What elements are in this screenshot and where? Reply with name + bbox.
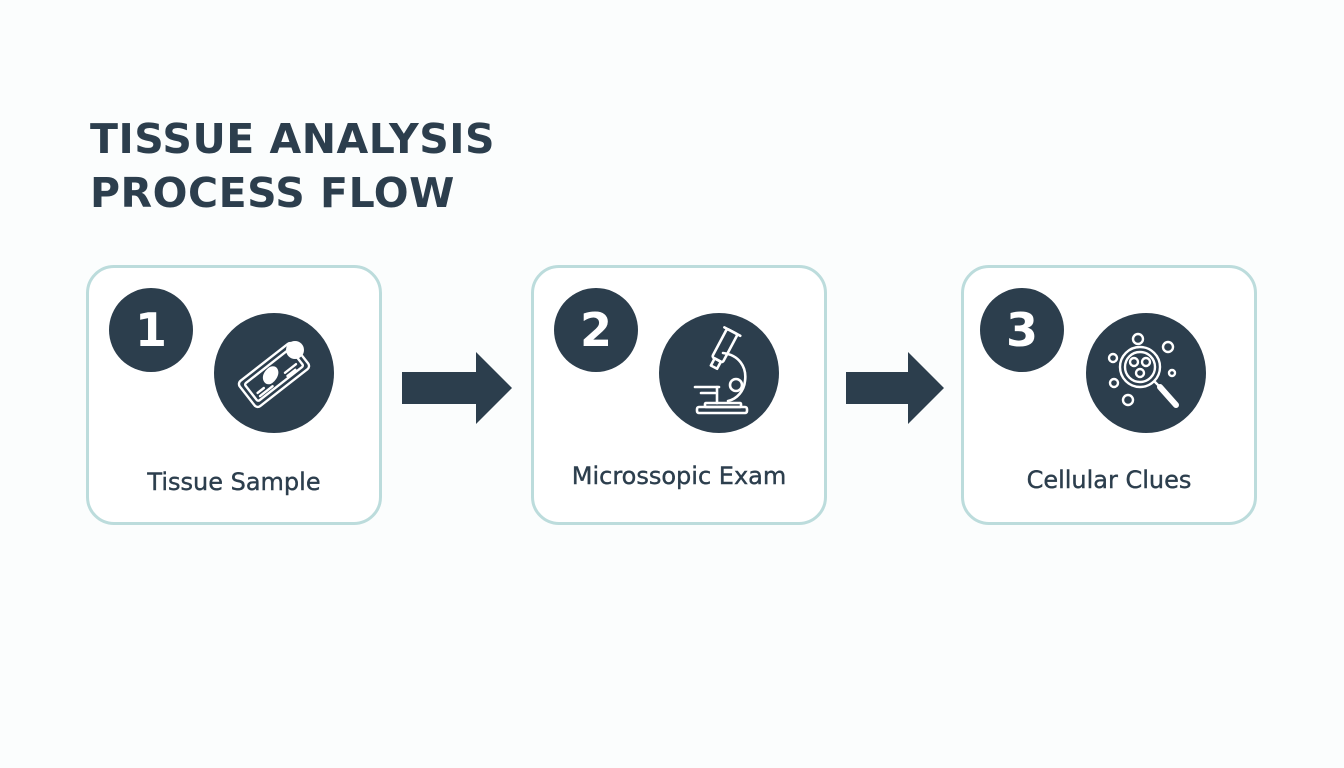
flow-arrow-1-to-2 [402, 352, 512, 424]
step-card-3: 3 Cellular Clues [961, 265, 1257, 525]
step-label-2: Microssopic Exam [571, 462, 787, 490]
microscope-icon [659, 313, 779, 433]
diagram-title: TISSUE ANALYSIS PROCESS FLOW [90, 112, 495, 220]
step-number-badge-1: 1 [109, 288, 193, 372]
step-card-1: 1 Tissue Sample [86, 265, 382, 525]
tissue-slide-icon [214, 313, 334, 433]
step-label-1: Tissue Sample [147, 468, 321, 496]
step-number-badge-2: 2 [554, 288, 638, 372]
flow-arrow-2-to-3 [846, 352, 944, 424]
step-card-2: 2 Microssopic Exam [531, 265, 827, 525]
step-label-3: Cellular Clues [1026, 466, 1192, 494]
step-number-badge-3: 3 [980, 288, 1064, 372]
diagram-title-line-1: TISSUE ANALYSIS [90, 115, 496, 163]
diagram-title-line-2: PROCESS FLOW [90, 169, 455, 217]
cells-magnifier-icon [1086, 313, 1206, 433]
